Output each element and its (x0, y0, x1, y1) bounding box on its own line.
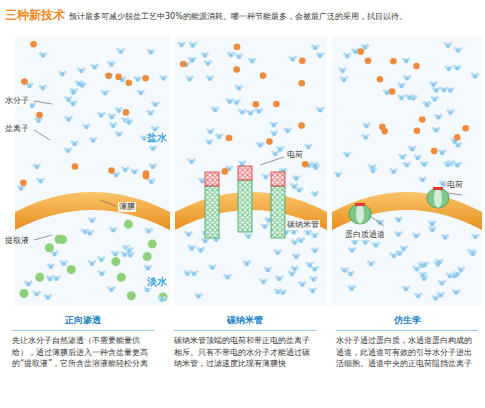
part-label: 电荷 (446, 180, 464, 190)
part-label: 电荷 (286, 150, 304, 160)
molecules (17, 41, 480, 302)
panel-heading: 仿生学 (336, 314, 478, 331)
panel-body: 碳纳米管顶端的电荷和带正电的盐离子相斥。只有不带电的水分子才能通过碳纳米管，过滤… (174, 335, 316, 370)
header: 三种新技术预计最多可减少脱盐工艺中30%的能源消耗。哪一种节能最多，会被最广泛的… (5, 3, 479, 25)
text-panel: 碳纳米管碳纳米管顶端的电荷和带正电的盐离子相斥。只有不带电的水分子才能通过碳纳米… (170, 314, 320, 370)
leader-lines (34, 101, 462, 240)
part-label: 提取液 (4, 236, 30, 246)
text-panel: 仿生学水分子通过蛋白质，水通道蛋白构成的通道，此通道可有效的引导水分子进出活细胞… (332, 314, 482, 370)
part-label: 盐离子 (4, 124, 30, 134)
part-label: 碳纳米管 (286, 220, 320, 230)
part-label: 蛋白质通道 (344, 230, 386, 240)
part-label: 水分子 (4, 96, 30, 106)
protein-channels (349, 187, 449, 224)
panel-ground (175, 36, 327, 306)
panel-body: 水分子通过蛋白质，水通道蛋白构成的通道，此通道可有效的引导水分子进出活细胞。通道… (336, 335, 478, 370)
membrane (332, 192, 482, 230)
panel-ground (15, 36, 170, 306)
panel-heading: 碳纳米管 (174, 314, 316, 331)
part-label: 薄膜 (118, 202, 136, 212)
membrane (15, 192, 170, 230)
text-panel: 正向渗透先让水分子自然渗透（不需要能量供给），通过薄膜后进入一种含盐量更高的“提… (8, 314, 158, 370)
title: 三种新技术 (5, 8, 65, 22)
panel-ground (332, 36, 482, 306)
nanotubes (205, 166, 285, 238)
part-label: 盐水 (146, 132, 168, 144)
panel-heading: 正向渗透 (12, 314, 154, 331)
part-label: 淡水 (146, 276, 168, 288)
subtitle: 预计最多可减少脱盐工艺中30%的能源消耗。哪一种节能最多，会被最广泛的采用，拭目… (69, 12, 407, 21)
panel-body: 先让水分子自然渗透（不需要能量供给），通过薄膜后进入一种含盐量更高的“提取液”，… (12, 335, 154, 370)
